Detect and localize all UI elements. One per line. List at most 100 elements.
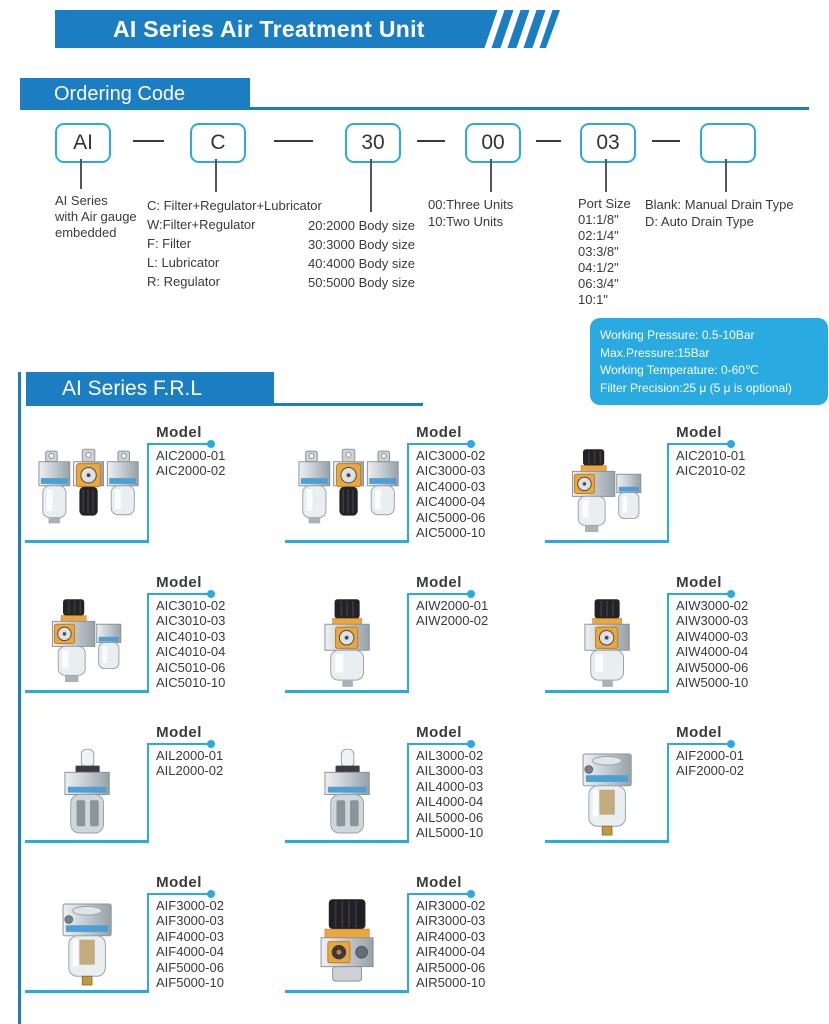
- code-description-line: AI Series: [55, 193, 108, 208]
- code-dash: [536, 140, 561, 142]
- bracket-vertical-line: [407, 893, 409, 992]
- code-value: C: [210, 131, 226, 154]
- model-label: Model: [156, 874, 202, 891]
- model-label: Model: [676, 574, 722, 591]
- code-dash: [274, 140, 313, 142]
- bracket-top-line: [667, 443, 731, 445]
- code-dash: [133, 140, 164, 142]
- code-description-line: R: Regulator: [147, 274, 220, 289]
- bracket-top-line: [147, 443, 211, 445]
- model-number: AIL2000-02: [156, 763, 224, 779]
- code-box-03: 03: [580, 123, 636, 163]
- product-image-lubricator: [37, 748, 143, 840]
- bracket-top-line: [667, 593, 731, 595]
- code-description-line: with Air gauge: [55, 209, 137, 224]
- model-number: AIF4000-04: [156, 944, 224, 960]
- code-box-c: C: [190, 123, 246, 163]
- model-number: AIF5000-06: [156, 959, 224, 975]
- model-number: AIC4000-04: [416, 494, 486, 510]
- bracket-top-line: [407, 593, 471, 595]
- code-description-line: 00:Three Units: [428, 197, 514, 212]
- model-number: AIC3010-02: [156, 598, 226, 613]
- model-label: Model: [416, 724, 462, 741]
- code-connector-line: [605, 159, 607, 192]
- bracket-bottom-line: [545, 840, 669, 843]
- code-description-line: 50:5000 Body size: [308, 275, 415, 290]
- code-description-line: 02:1/4": [578, 228, 619, 243]
- model-number: AIR3000-02: [416, 898, 486, 913]
- bracket-top-line: [147, 743, 211, 745]
- ordering-code-underline: [20, 107, 809, 110]
- code-description-line: embedded: [55, 225, 117, 240]
- bracket-bottom-line: [545, 690, 669, 693]
- model-number: AIL4000-04: [416, 794, 484, 810]
- frl-side-line: [18, 372, 21, 1024]
- model-number: AIW5000-10: [676, 675, 749, 691]
- model-label: Model: [416, 574, 462, 591]
- code-description-line: 40:4000 Body size: [308, 256, 415, 271]
- code-value: AI: [73, 131, 93, 154]
- code-description-line: D: Auto Drain Type: [645, 214, 754, 229]
- model-label: Model: [676, 724, 722, 741]
- model-number: AIF3000-02: [156, 898, 224, 913]
- bracket-dot: [467, 890, 475, 898]
- bracket-dot: [207, 440, 215, 448]
- model-number: AIW3000-03: [676, 613, 749, 629]
- code-dash: [652, 140, 680, 142]
- model-number: AIC3000-02: [416, 448, 486, 463]
- code-description-line: 01:1/8": [578, 212, 619, 227]
- code-value: 00: [481, 131, 505, 154]
- bracket-dot: [467, 440, 475, 448]
- product-image-three-unit-combo: [297, 448, 403, 540]
- bracket-bottom-line: [25, 540, 149, 543]
- model-number: AIL3000-02: [416, 748, 484, 763]
- code-value: 30: [361, 131, 385, 154]
- code-value: 03: [596, 131, 620, 154]
- bracket-vertical-line: [667, 593, 669, 692]
- product-image-three-unit-combo: [37, 448, 143, 540]
- code-connector-line: [490, 159, 492, 192]
- bracket-dot: [207, 890, 215, 898]
- model-number: AIC4010-03: [156, 628, 226, 644]
- code-connector-line: [80, 159, 82, 189]
- code-box-30: 30: [345, 123, 401, 163]
- bracket-dot: [727, 740, 735, 748]
- model-number: AIF2000-01: [676, 748, 744, 763]
- frl-header-text: AI Series F.R.L: [62, 377, 203, 400]
- code-description-line: 20:2000 Body size: [308, 218, 415, 233]
- product-image-lubricator: [297, 748, 403, 840]
- model-label: Model: [156, 424, 202, 441]
- code-description-line: 06:3/4": [578, 276, 619, 291]
- bracket-bottom-line: [25, 990, 149, 993]
- code-description-line: 04:1/2": [578, 260, 619, 275]
- code-connector-line: [215, 159, 217, 192]
- ordering-code-header-text: Ordering Code: [54, 83, 186, 105]
- title-banner-text: AI Series Air Treatment Unit: [113, 16, 425, 42]
- model-label: Model: [156, 574, 202, 591]
- bracket-bottom-line: [285, 540, 409, 543]
- bracket-top-line: [407, 743, 471, 745]
- model-label: Model: [416, 874, 462, 891]
- model-number: AIW2000-02: [416, 613, 489, 629]
- code-description-line: Port Size: [578, 196, 631, 211]
- code-description-line: W:Filter+Regulator: [147, 217, 256, 232]
- model-number: AIC5000-06: [416, 509, 486, 525]
